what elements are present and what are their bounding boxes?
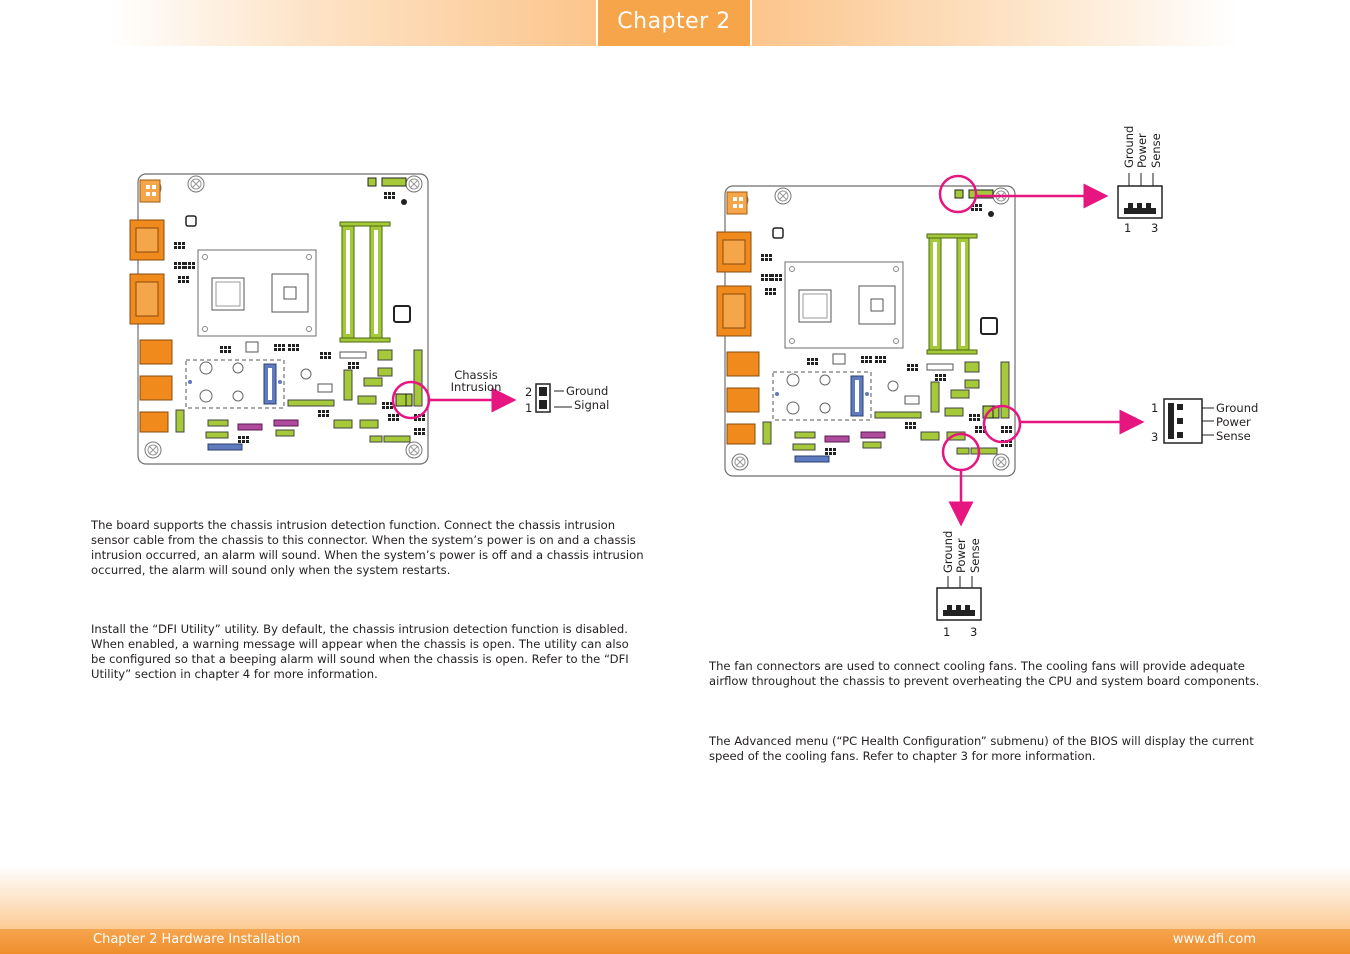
header-band-right [752, 0, 1238, 46]
fan-bottom-pin-name-2: Power [954, 538, 968, 573]
fan-bottom-pin-name-1: Ground [941, 531, 955, 573]
chassis-pin1-signal: Signal [574, 398, 609, 412]
fan-bottom-pin-name-3: Sense [968, 538, 982, 573]
fan-top-pin-last: 3 [1151, 221, 1158, 235]
chassis-paragraph-1: The board supports the chassis intrusion… [91, 518, 644, 577]
fan-bottom-pin-first: 1 [943, 625, 950, 639]
fan-right-pin-first: 1 [1151, 401, 1158, 415]
footer-website: www.dfi.com [1172, 932, 1256, 947]
chassis-callout-line2: Intrusion [451, 380, 502, 394]
fan-top-pin-name-3: Sense [1149, 133, 1163, 168]
header-band-left [110, 0, 596, 46]
chassis-paragraph-2: Install the “DFI Utility” utility. By de… [91, 622, 629, 681]
chassis-pin2-number: 2 [525, 385, 532, 399]
callout-circle-fan-right [982, 404, 1022, 444]
fan-top-pin-first: 1 [1124, 221, 1131, 235]
callout-circle-fan-top [938, 174, 978, 214]
fans-paragraph-2: The Advanced menu (“PC Health Configurat… [709, 734, 1254, 763]
fan-bottom-pin-last: 3 [970, 625, 977, 639]
footer-chapter-title: Chapter 2 Hardware Installation [93, 932, 301, 947]
fan-right-pin-last: 3 [1151, 430, 1158, 444]
fan-top-pin-name-2: Power [1135, 133, 1149, 168]
fan-right-pin-name-1: Ground [1216, 401, 1258, 415]
footer-glow [0, 866, 1350, 930]
fan-right-pin-name-3: Sense [1216, 429, 1251, 443]
fans-paragraph-1: The fan connectors are used to connect c… [709, 659, 1260, 688]
fan-right-pin-name-2: Power [1216, 415, 1251, 429]
footer-bar: Chapter 2 Hardware Installation www.dfi.… [0, 929, 1350, 954]
chassis-callout-line1: Chassis [454, 368, 498, 382]
fan-top-pin-name-1: Ground [1122, 126, 1136, 168]
chassis-pin2-signal: Ground [566, 384, 608, 398]
fan-right-connector [1163, 398, 1203, 444]
chassis-pin1-number: 1 [525, 401, 532, 415]
chapter-tab: Chapter 2 [598, 0, 750, 46]
